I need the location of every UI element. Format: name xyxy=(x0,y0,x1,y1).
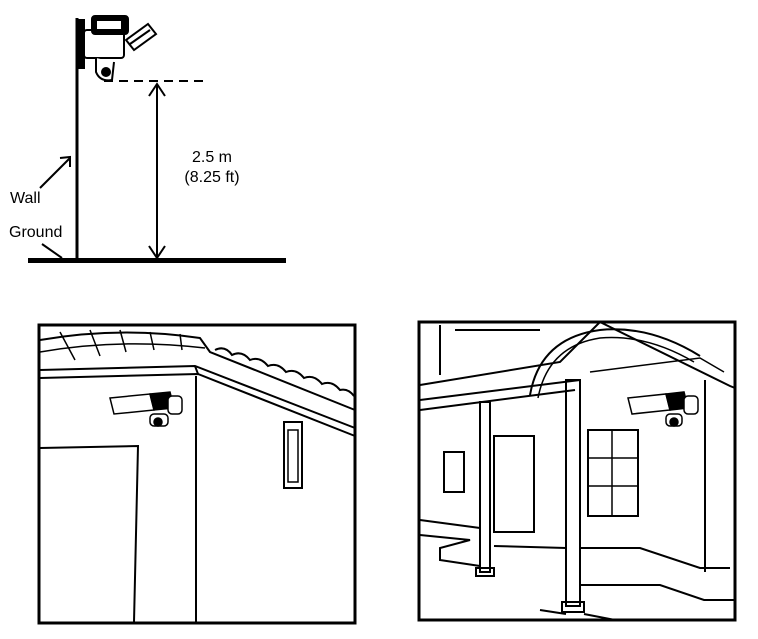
porch-scene xyxy=(417,320,737,622)
dimension-arrow-icon xyxy=(148,82,166,260)
ground-line xyxy=(28,258,286,263)
wall-light-icon xyxy=(77,15,158,82)
wall-label: Wall xyxy=(10,190,41,207)
wall-pointer-arrow-icon xyxy=(39,155,71,189)
ground-label: Ground xyxy=(9,224,63,241)
porch-security-light-icon xyxy=(627,391,699,427)
eave-corner-scene xyxy=(37,323,357,625)
ground-pointer-line xyxy=(41,243,63,259)
height-metric-label: 2.5 m xyxy=(191,149,232,166)
security-light-icon xyxy=(109,391,183,427)
height-imperial-label: (8.25 ft) xyxy=(184,169,240,186)
